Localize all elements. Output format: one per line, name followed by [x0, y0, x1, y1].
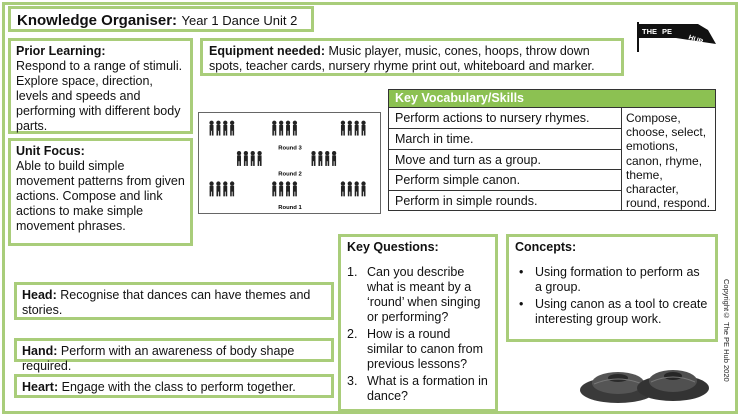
equipment-heading: Equipment needed: [209, 44, 325, 58]
key-questions-box: Key Questions: 1. Can you describe what i… [338, 234, 498, 412]
concepts-list: •Using formation to perform as a group. … [515, 265, 709, 327]
prior-learning-heading: Prior Learning: [16, 44, 106, 58]
heart-heading: Heart: [22, 380, 59, 394]
list-item: 1. Can you describe what is meant by a ‘r… [347, 265, 489, 325]
cones-illustration [580, 370, 709, 403]
pe-hub-logo: THE PE HUB [637, 22, 716, 52]
round3-group-left [209, 121, 234, 136]
skill-row: Move and turn as a group. [389, 148, 621, 170]
page-title: Knowledge Organiser: [17, 12, 178, 29]
skill-row: Perform actions to nursery rhymes. [389, 107, 621, 128]
bullet-icon: • [519, 297, 524, 311]
head-text: Recognise that dances can have themes an… [22, 288, 311, 317]
question-number: 2. [347, 327, 358, 341]
round1-group-right [341, 181, 366, 196]
question-text: How is a round similar to canon from pre… [367, 327, 484, 371]
list-item: 2. How is a round similar to canon from p… [347, 327, 489, 372]
concepts-box: Concepts: • Using formation to perform as… [506, 234, 718, 342]
question-number: 3. [347, 374, 358, 388]
logo-text-the: THE [642, 27, 657, 36]
prior-learning-box: Prior Learning: Respond to a range of st… [8, 38, 193, 134]
key-questions-list: 1. Can you describe what is meant by a ‘r… [347, 265, 489, 404]
head-box: Head: Recognise that dances can have the… [14, 282, 334, 320]
equipment-text: Music player, music, cones, hoops, throw… [209, 44, 595, 73]
head-heading: Head: [22, 288, 57, 302]
skill-row: March in time. [389, 127, 621, 149]
round2-group-left [237, 151, 262, 166]
question-text: What is a formation in dance? [367, 374, 488, 403]
list-item: • Using canon as a tool to create interes… [515, 297, 709, 327]
round2-label: Round 2 [278, 172, 302, 178]
logo-text-pe: PE [662, 27, 672, 36]
vocabulary-words: Compose, choose, select, emotions, canon… [621, 107, 715, 210]
page-subtitle: Year 1 Dance Unit 2 [181, 13, 298, 28]
heart-text: Engage with the class to perform togethe… [61, 380, 296, 394]
heart-box: Heart: Engage with the class to perform … [14, 374, 334, 398]
key-questions-heading: Key Questions: [347, 240, 439, 254]
list-item: • Using formation to perform as a group. [515, 265, 709, 295]
title-box: Knowledge Organiser: Year 1 Dance Unit 2 [8, 6, 314, 32]
round1-group-center [272, 181, 297, 196]
copyright-notice: Copyright© The PE Hub 2020 [722, 278, 731, 382]
list-item: 3. What is a formation in dance? [347, 374, 489, 404]
concept-text: Using canon as a tool to create interest… [535, 297, 708, 326]
bullet-icon: • [519, 265, 524, 279]
skill-row: Perform in simple rounds. [389, 190, 621, 211]
round3-group-center [272, 121, 297, 136]
concept-text: Using formation to perform as a group. [535, 265, 700, 294]
hand-box: Hand: Perform with an awareness of body … [14, 338, 334, 373]
round2-group-right [311, 151, 336, 166]
logo-text-hub: HUB [687, 34, 704, 46]
vocabulary-heading: Key Vocabulary/Skills [389, 90, 715, 107]
skill-row: Perform simple canon. [389, 169, 621, 190]
unit-focus-heading: Unit Focus: [16, 144, 85, 158]
question-text: Can you describe what is meant by a ‘rou… [367, 265, 481, 324]
equipment-box: Equipment needed: Music player, music, c… [200, 38, 624, 76]
concepts-heading: Concepts: [515, 240, 577, 254]
hand-text: Perform with an awareness of body shape … [22, 344, 295, 373]
vocabulary-table: Key Vocabulary/Skills Perform actions to… [388, 89, 716, 211]
question-number: 1. [347, 265, 358, 279]
round1-label: Round 1 [278, 205, 302, 211]
unit-focus-text: Able to build simple movement patterns f… [16, 159, 185, 233]
prior-learning-text: Respond to a range of stimuli. Explore s… [16, 59, 183, 133]
round3-group-right [341, 121, 366, 136]
round1-group-left [209, 181, 234, 196]
round-formation-diagram: Round 3 Round 2 Round 1 [198, 112, 381, 214]
unit-focus-box: Unit Focus: Able to build simple movemen… [8, 138, 193, 246]
round3-label: Round 3 [278, 145, 302, 151]
hand-heading: Hand: [22, 344, 58, 358]
